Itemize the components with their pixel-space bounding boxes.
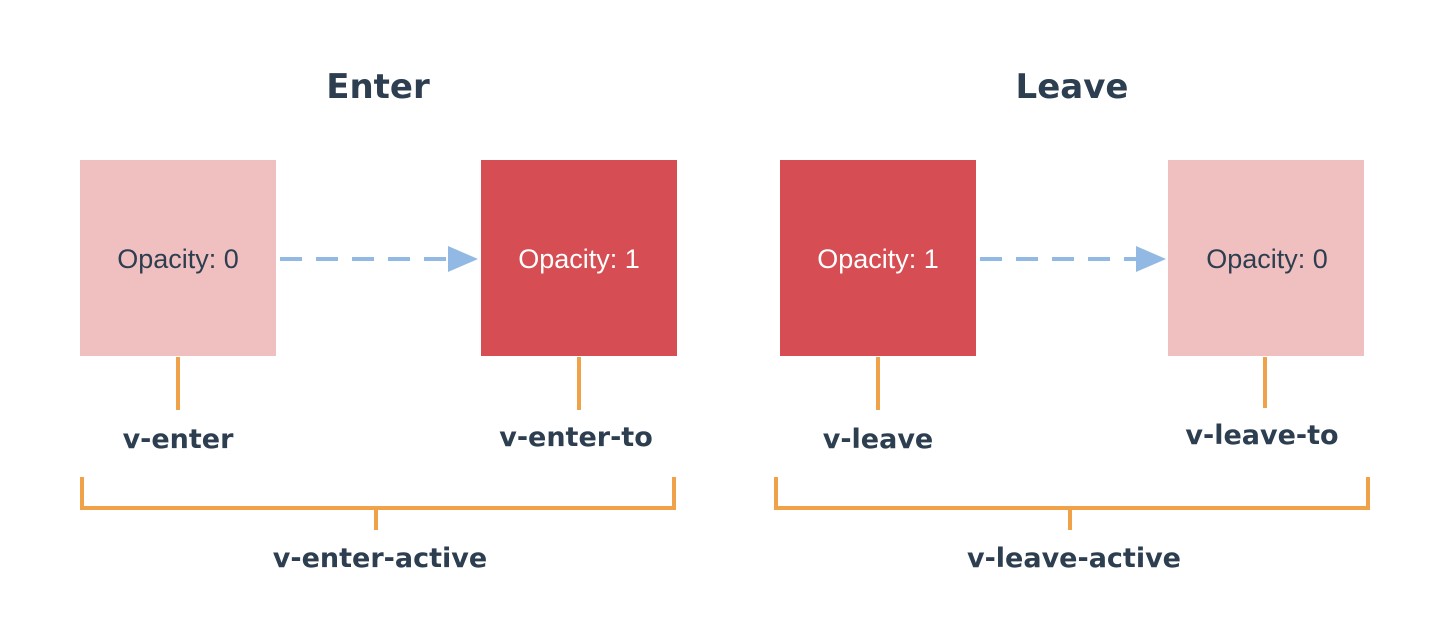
enter-from-class-label: v-enter (123, 424, 235, 455)
leave-active-bracket (774, 477, 1370, 530)
enter-title: Enter (326, 67, 430, 107)
enter-group: Enter Opacity: 0 Opacity: 1 v-enter v-en… (80, 67, 677, 574)
enter-to-box-label: Opacity: 1 (518, 244, 640, 274)
leave-to-box (1168, 160, 1364, 356)
enter-active-class-label: v-enter-active (273, 543, 487, 574)
leave-from-box (780, 160, 976, 356)
leave-group: Leave Opacity: 1 Opacity: 0 v-leave v-le… (774, 67, 1370, 574)
leave-arrow (980, 246, 1166, 272)
enter-arrow (280, 246, 478, 272)
enter-from-box (80, 160, 276, 356)
leave-arrow-head (1136, 246, 1166, 272)
enter-to-box (481, 160, 677, 356)
enter-from-box-label: Opacity: 0 (117, 244, 239, 274)
enter-active-bracket (80, 477, 676, 530)
leave-to-box-label: Opacity: 0 (1206, 244, 1328, 274)
leave-title: Leave (1016, 67, 1129, 107)
leave-from-box-label: Opacity: 1 (817, 244, 939, 274)
enter-to-class-label: v-enter-to (499, 422, 653, 453)
leave-to-class-label: v-leave-to (1185, 420, 1338, 451)
leave-active-class-label: v-leave-active (967, 543, 1181, 574)
leave-from-class-label: v-leave (823, 424, 934, 455)
enter-arrow-head (448, 246, 478, 272)
